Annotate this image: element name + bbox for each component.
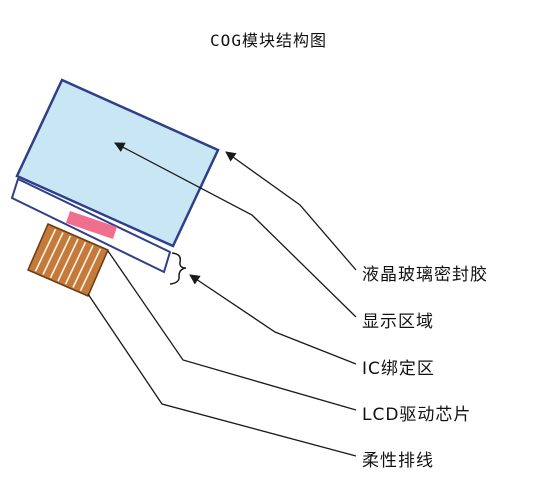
- fpc-trace: [72, 245, 94, 288]
- bonding-bracket: [169, 252, 187, 285]
- fpc-trace: [79, 248, 102, 292]
- leader-display-area: [114, 142, 357, 318]
- label-glass-seal: 液晶玻璃密封胶: [362, 265, 488, 285]
- leader-lcd-driver-chip: [107, 250, 357, 411]
- fpc-trace: [64, 241, 87, 285]
- label-fpc: 柔性排线: [362, 451, 434, 471]
- fpc-trace: [34, 228, 57, 272]
- leader-ic-bonding: [189, 274, 357, 365]
- lcd-driver-chip: [66, 211, 117, 239]
- label-ic-bonding: IC绑定区: [362, 359, 435, 379]
- diagram-title: COG模块结构图: [210, 31, 327, 50]
- fpc-trace: [42, 232, 64, 275]
- flexible-cable-traces: [34, 228, 102, 292]
- display-glass: [15, 78, 220, 248]
- flexible-cable: [27, 223, 109, 297]
- leader-glass-seal: [225, 151, 357, 271]
- fpc-trace: [57, 238, 79, 282]
- leader-fpc: [87, 293, 357, 457]
- leader-lines: [87, 142, 357, 457]
- label-lcd-driver-chip: LCD驱动芯片: [362, 405, 472, 425]
- fpc-trace: [49, 235, 72, 279]
- label-display-area: 显示区域: [362, 312, 434, 332]
